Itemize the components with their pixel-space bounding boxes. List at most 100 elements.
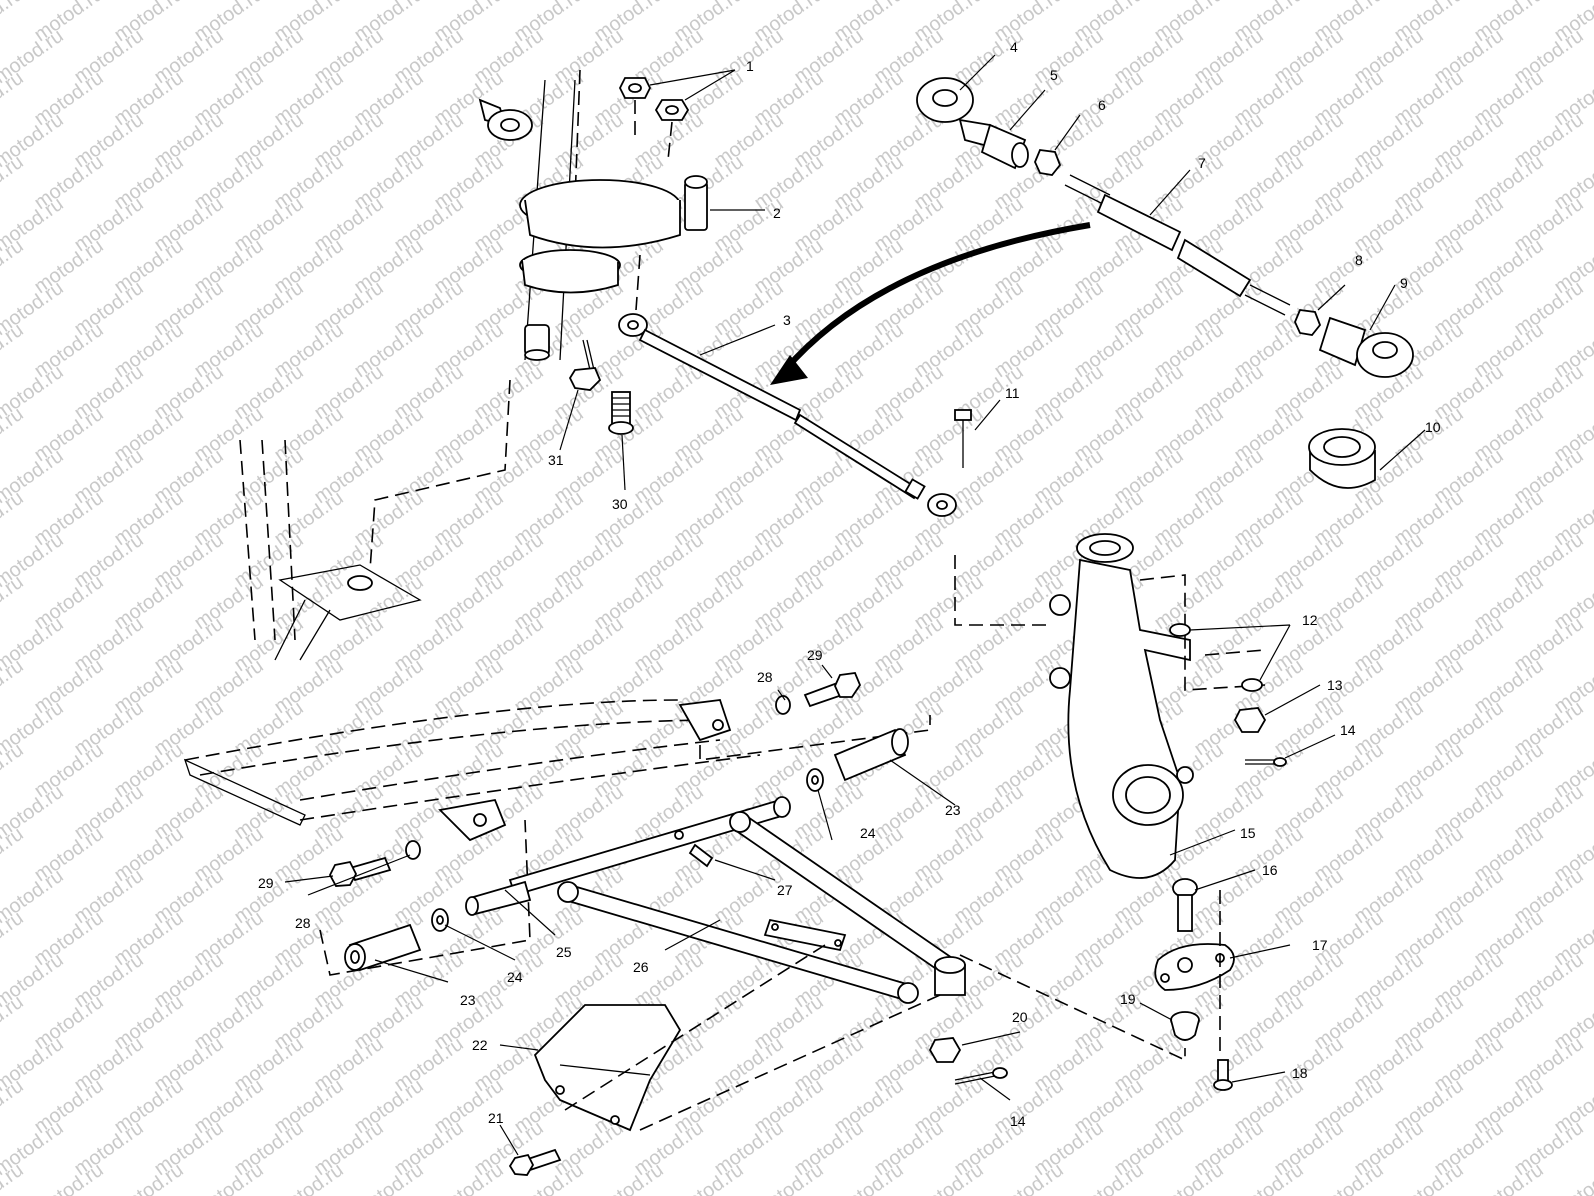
callout-24-second: 24 — [507, 969, 523, 985]
watermark-text: motod.ru — [0, 67, 28, 130]
watermark-text: motod.ru — [1590, 529, 1594, 592]
watermark-text: motod.ru — [910, 1159, 987, 1196]
watermark-text: motod.ru — [1590, 613, 1594, 676]
watermark-text: motod.ru — [0, 571, 28, 634]
rod-end-top-left — [478, 98, 533, 141]
bolt-31 — [568, 339, 602, 391]
jam-nut-8 — [1294, 309, 1322, 336]
washer-24a — [431, 908, 449, 932]
cotter-pin-14a — [1245, 757, 1287, 767]
watermark-text: motod.ru — [0, 0, 28, 46]
watermark-text: motod.ru — [30, 1159, 107, 1196]
callout-16: 16 — [1262, 862, 1278, 878]
callout-26: 26 — [633, 959, 649, 975]
watermark-text: motod.ru — [0, 655, 28, 718]
leader-lines — [284, 54, 1426, 1156]
watermark-text: motod.ru — [0, 823, 28, 886]
callout-31: 31 — [548, 452, 564, 468]
cotter-11 — [954, 409, 972, 468]
sleeve-5 — [980, 123, 1029, 170]
washer-28b — [405, 840, 421, 860]
rod-end-4 — [916, 77, 997, 150]
rod-end-9 — [1318, 316, 1414, 378]
callout-27: 27 — [777, 882, 793, 898]
callout-23-second: 23 — [460, 992, 476, 1008]
watermark-text: motod.ru — [430, 1159, 507, 1196]
washer-24b — [806, 768, 824, 792]
bolt-29a — [803, 672, 862, 708]
jam-nut-6 — [1034, 149, 1062, 176]
bushing-10 — [1308, 428, 1376, 489]
frame-bottom — [183, 699, 931, 976]
watermark-text: motod.ru — [590, 1159, 667, 1196]
watermark-text: motod.ru — [0, 487, 28, 550]
callout-25: 25 — [556, 944, 572, 960]
watermark-text: motod.ru — [0, 403, 28, 466]
ball-joint-19 — [1170, 1011, 1200, 1041]
screw-18 — [1213, 1059, 1233, 1091]
bolt-21 — [508, 1148, 562, 1176]
adjuster-7 — [1064, 174, 1291, 316]
watermark-text: motod.ru — [0, 235, 28, 298]
watermark-text: motod.ru — [1590, 697, 1594, 760]
watermark-text: motod.ru — [1590, 25, 1594, 88]
callout-18: 18 — [1292, 1065, 1308, 1081]
callout-7: 7 — [1198, 155, 1206, 171]
watermark-text: motod.ru — [990, 1159, 1067, 1196]
watermark-text: motod.ru — [0, 907, 28, 970]
callout-6: 6 — [1098, 97, 1106, 113]
watermark-text: motod.ru — [0, 151, 28, 214]
callout-29-second: 29 — [258, 875, 274, 891]
watermark-text: motod.ru — [0, 1075, 28, 1138]
watermark-text: motod.ru — [0, 991, 28, 1054]
washer-28a — [775, 695, 791, 715]
watermark-text: motod.ru — [0, 739, 28, 802]
watermark-text: motod.ru — [1070, 1159, 1147, 1196]
callout-12: 12 — [1302, 612, 1318, 628]
bolt-30 — [608, 391, 634, 435]
steering-post — [519, 69, 708, 361]
watermark-text: motod.ru — [110, 1159, 187, 1196]
tie-rod-3 — [618, 313, 957, 517]
watermark-text: motod.ru — [1590, 1033, 1594, 1096]
callout-24: 24 — [860, 825, 876, 841]
watermark-text: motod.ru — [1470, 1159, 1547, 1196]
callout-29: 29 — [807, 647, 823, 663]
watermark-text: motod.ru — [1590, 949, 1594, 1012]
callout-28-second: 28 — [295, 915, 311, 931]
callout-14-second: 14 — [1010, 1113, 1026, 1129]
watermark-text: motod.ru — [1590, 361, 1594, 424]
grease-fitting-27 — [688, 843, 714, 868]
nut-1a — [618, 77, 652, 99]
callout-19: 19 — [1120, 991, 1136, 1007]
assembly-arrow — [770, 222, 1091, 385]
callout-20: 20 — [1012, 1009, 1028, 1025]
bushing-23a — [344, 923, 422, 972]
callout-15: 15 — [1240, 825, 1256, 841]
callout-21: 21 — [488, 1110, 504, 1126]
watermark-text: motod.ru — [270, 1159, 347, 1196]
watermark-text: motod.ru — [1230, 1159, 1307, 1196]
callout-1: 1 — [746, 58, 754, 74]
callout-11: 11 — [1005, 385, 1020, 401]
callout-8: 8 — [1355, 252, 1363, 268]
watermark-text: motod.ru — [1310, 1159, 1387, 1196]
watermark-text: motod.ru — [750, 1159, 827, 1196]
a-arm-26 — [508, 796, 957, 1004]
watermark-text: motod.ru — [830, 1159, 907, 1196]
callout-numbers: 1 2 3 4 5 6 7 8 9 10 11 12 13 14 15 16 1… — [258, 39, 1441, 1129]
watermark-text: motod.ru — [350, 1159, 427, 1196]
callout-2: 2 — [773, 205, 781, 221]
callout-17: 17 — [1312, 937, 1328, 953]
callout-10: 10 — [1425, 419, 1441, 435]
callout-28: 28 — [757, 669, 773, 685]
watermark-text: motod.ru — [1590, 193, 1594, 256]
cotter-pin-14b — [954, 1067, 1008, 1085]
watermark-text: motod.ru — [1550, 1159, 1594, 1196]
callout-14: 14 — [1340, 722, 1356, 738]
watermark-text: motod.ru — [1590, 277, 1594, 340]
callout-3: 3 — [783, 312, 791, 328]
callout-30: 30 — [612, 496, 628, 512]
callout-4: 4 — [1010, 39, 1018, 55]
